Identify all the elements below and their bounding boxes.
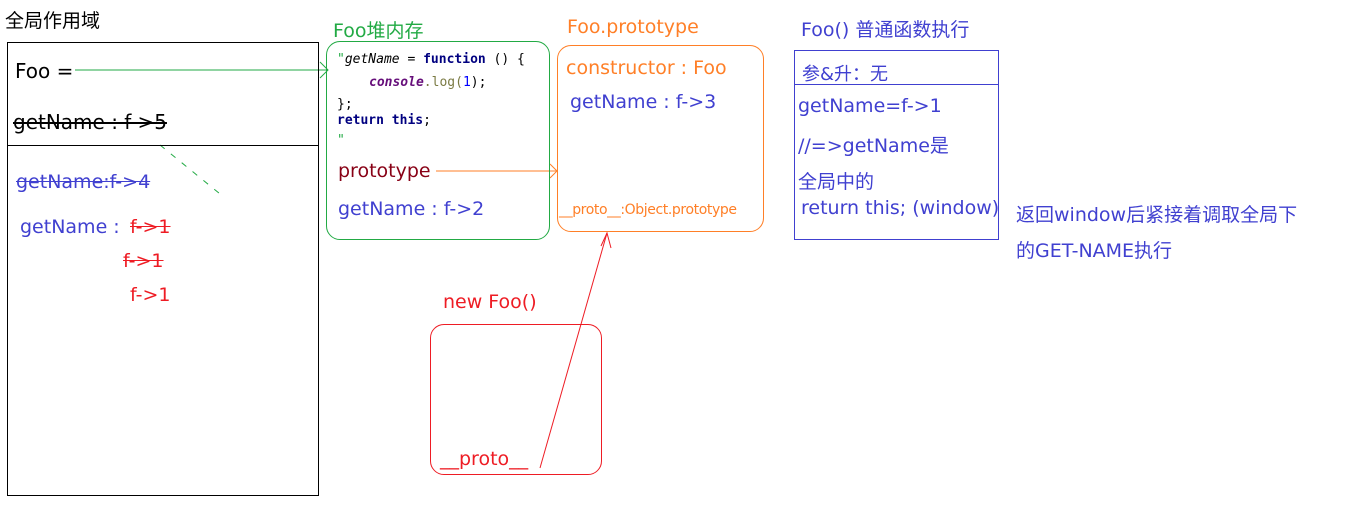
- f1-a: f->1: [130, 216, 171, 238]
- global-scope-box: Foo = getName : f->5 getName:f->4 getNam…: [7, 42, 319, 496]
- new-foo-title: new Foo(): [443, 291, 537, 313]
- proto-prop: __proto__:Object.prototype: [559, 202, 737, 218]
- foo-heap-title: Foo堆内存: [333, 20, 424, 42]
- c: console: [369, 75, 424, 90]
- exec-line-2: //=>getName是: [798, 135, 949, 157]
- instance-proto: __proto__: [440, 448, 529, 470]
- f1-b: f->1: [123, 250, 164, 272]
- foo-exec-box: 参&升：无 getName=f->1 //=>getName是 全局中的 ret…: [794, 50, 999, 240]
- f1-c: f->1: [130, 284, 171, 306]
- params-hoisting: 参&升：无: [802, 64, 889, 85]
- code-line-4: return this;: [337, 113, 431, 128]
- c: ;: [423, 113, 431, 128]
- code-line-1: "getName = function () {: [337, 52, 525, 67]
- proto-arrow: [539, 232, 608, 469]
- foo-prototype-title: Foo.prototype: [567, 16, 699, 38]
- divider: [795, 84, 998, 85]
- exec-line-4: return this; (window): [801, 197, 1000, 219]
- c: function: [423, 52, 486, 67]
- c: 1: [462, 75, 471, 90]
- new-foo-box: __proto__: [430, 324, 602, 475]
- exec-line-3: 全局中的: [798, 171, 875, 193]
- foo-variable: Foo =: [15, 59, 74, 83]
- getname-4: getName:f->4: [16, 171, 151, 193]
- constructor-prop: constructor : Foo: [566, 57, 727, 79]
- note-line-1: 返回window后紧接着调取全局下: [1016, 204, 1298, 226]
- q: ": [337, 52, 345, 67]
- arrowhead: [600, 231, 612, 249]
- c: .log(: [423, 75, 463, 90]
- foo-exec-title: Foo() 普通函数执行: [801, 19, 970, 41]
- c: =: [399, 52, 424, 67]
- code-line-5: ": [337, 133, 345, 148]
- getname-2: getName : f->2: [338, 198, 485, 220]
- c: getName: [344, 52, 400, 67]
- foo-heap-box: "getName = function () { console.log(1);…: [326, 41, 550, 240]
- c: () {: [485, 52, 525, 67]
- global-scope-title: 全局作用域: [5, 10, 101, 32]
- code-line-3: };: [337, 97, 353, 112]
- arrowhead: [319, 61, 329, 79]
- getname-3: getName : f->3: [570, 91, 717, 113]
- divider: [8, 145, 318, 146]
- prototype-prop: prototype: [338, 160, 431, 182]
- foo-prototype-box: constructor : Foo getName : f->3 __proto…: [557, 45, 764, 232]
- getname-5: getName : f->5: [13, 110, 167, 134]
- code-line-2: console.log(1);: [369, 75, 486, 90]
- c: );: [470, 75, 487, 90]
- c: return this: [337, 113, 424, 128]
- getname-label: getName :: [20, 216, 120, 238]
- note-line-2: 的GET-NAME执行: [1016, 240, 1173, 262]
- exec-line-1: getName=f->1: [798, 95, 942, 117]
